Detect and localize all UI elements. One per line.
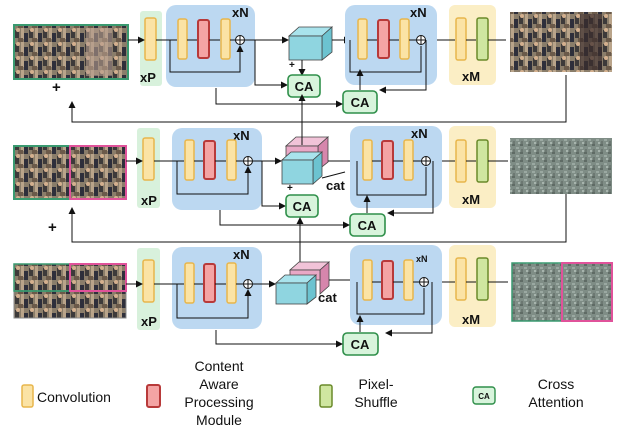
capm-block	[197, 19, 210, 59]
xN-label: xN	[410, 5, 427, 20]
row-3: xP xN cat xN CA	[13, 245, 613, 356]
xM-label: xM	[462, 69, 480, 84]
conv-block	[226, 262, 237, 304]
xN-label: xN	[233, 128, 250, 143]
input-highlight-row3-pink	[69, 263, 127, 292]
row-2: xP xN cat + CA xN	[13, 94, 612, 237]
conv-block	[144, 17, 157, 61]
legend-capm-label-2: Aware	[199, 376, 239, 392]
output-highlight-row3	[561, 262, 613, 322]
legend-pixel-label-2: Shuffle	[354, 394, 398, 410]
conv-block	[177, 18, 188, 60]
legend-pixel-label-1: Pixel-	[358, 376, 393, 392]
residual-block-row2-b	[350, 126, 442, 208]
conv-block	[184, 262, 195, 304]
cat-label: cat	[318, 290, 337, 305]
cat-label: cat	[326, 178, 345, 193]
xN-label: xN	[233, 247, 250, 262]
legend-convolution-swatch	[21, 384, 34, 408]
output-image-row2	[510, 138, 612, 194]
conv-block	[403, 259, 414, 301]
xM-label: xM	[462, 312, 480, 327]
svg-text:CA: CA	[351, 95, 370, 110]
legend-convolution-label: Convolution	[37, 389, 111, 405]
conv-block	[362, 259, 373, 301]
svg-text:CA: CA	[358, 218, 377, 233]
legend-capm-swatch	[146, 384, 161, 408]
conv-block	[362, 139, 373, 181]
legend-ca-swatch: CA	[472, 386, 496, 405]
legend-capm-label-1: Content	[194, 358, 243, 374]
legend-cross-label-1: Cross	[538, 376, 575, 392]
cross-attention-row2-b: CA	[349, 213, 386, 237]
legend: Convolution Content Aware Processing Mod…	[21, 358, 584, 428]
plus-sign: +	[287, 183, 293, 194]
svg-text:CA: CA	[351, 337, 370, 352]
cross-attention-row2-a: CA	[285, 194, 319, 218]
conv-block	[357, 18, 368, 60]
xN-label: xN	[232, 5, 249, 20]
legend-capm-label-3: Processing	[184, 394, 253, 410]
legend-pixel-shuffle-swatch	[319, 384, 333, 408]
pixel-shuffle-block	[476, 139, 489, 183]
conv-block	[142, 137, 155, 181]
conv-block	[184, 139, 195, 181]
conv-block	[226, 139, 237, 181]
svg-text:CA: CA	[293, 199, 312, 214]
conv-block	[220, 18, 231, 60]
xN-label: xN	[411, 126, 428, 141]
legend-cross-label-2: Attention	[528, 394, 583, 410]
xP-label: xP	[141, 193, 157, 208]
plus-sign: +	[48, 219, 57, 236]
svg-text:CA: CA	[478, 392, 490, 401]
feature-cube-row2	[280, 136, 330, 185]
xP-label: xP	[141, 314, 157, 329]
feature-cube-row3	[274, 261, 331, 305]
capm-block	[381, 140, 394, 180]
capm-block	[381, 260, 394, 300]
residual-block-row1	[166, 5, 255, 87]
conv-block	[399, 18, 410, 60]
feature-cube-row1	[287, 26, 334, 61]
conv-block	[403, 139, 414, 181]
pixel-shuffle-block	[476, 257, 489, 301]
capm-block	[377, 19, 390, 59]
xM-label: xM	[462, 192, 480, 207]
conv-block	[455, 257, 467, 301]
conv-block	[455, 17, 467, 61]
capm-block	[203, 263, 216, 303]
xN-label: xN	[416, 254, 428, 264]
svg-text:CA: CA	[295, 79, 314, 94]
pixel-shuffle-block	[476, 17, 489, 61]
conv-block	[142, 259, 155, 303]
residual-block-row1-b	[345, 5, 437, 85]
cross-attention-row1-b: CA	[342, 90, 378, 114]
xP-label: xP	[140, 70, 156, 85]
plus-sign: +	[52, 79, 61, 96]
row-1: xP xN + CA xN	[13, 5, 612, 114]
cross-attention-row1-a: CA	[287, 74, 321, 98]
legend-capm-label-4: Module	[196, 412, 242, 428]
input-highlight-row2	[69, 145, 127, 200]
plus-sign: +	[289, 60, 295, 71]
capm-block	[203, 140, 216, 180]
residual-block-row3-b	[350, 245, 442, 325]
conv-block	[455, 139, 467, 183]
cross-attention-row3: CA	[342, 332, 379, 356]
